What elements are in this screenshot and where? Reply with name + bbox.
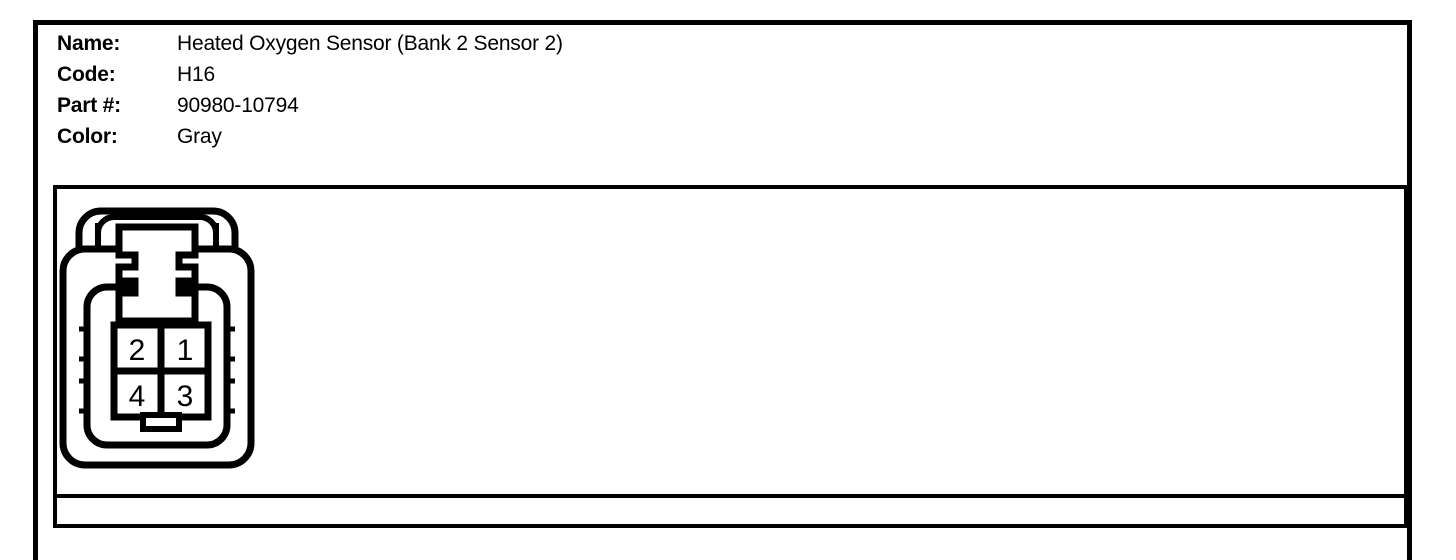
info-label-code: Code: bbox=[57, 63, 116, 86]
connector-info-block: Name: Heated Oxygen Sensor (Bank 2 Senso… bbox=[57, 28, 957, 152]
outer-frame-border bbox=[33, 20, 1412, 560]
info-value-part-number: 90980-10794 bbox=[177, 94, 299, 117]
connector-detent-left-upper bbox=[79, 326, 89, 362]
connector-bottom-key-tab bbox=[140, 412, 182, 432]
connector-outer-collar bbox=[75, 207, 239, 303]
connector-illustration: 2 1 4 3 bbox=[57, 189, 277, 489]
connector-info-page: Name: Heated Oxygen Sensor (Bank 2 Senso… bbox=[33, 20, 1412, 560]
info-value-color: Gray bbox=[177, 125, 222, 148]
info-row-color: Color: Gray bbox=[57, 121, 957, 152]
connector-locking-latch bbox=[115, 223, 199, 325]
info-row-name: Name: Heated Oxygen Sensor (Bank 2 Senso… bbox=[57, 28, 957, 59]
pin-number-3: 3 bbox=[177, 380, 194, 413]
connector-diagram-panel: 2 1 4 3 bbox=[53, 185, 1408, 528]
info-value-code: H16 bbox=[177, 63, 215, 86]
connector-detent-right-lower bbox=[225, 378, 235, 414]
connector-detent-left-lower bbox=[79, 378, 89, 414]
info-label-color: Color: bbox=[57, 125, 118, 148]
info-row-part-number: Part #: 90980-10794 bbox=[57, 90, 957, 121]
pin-number-4: 4 bbox=[129, 380, 146, 413]
info-row-code: Code: H16 bbox=[57, 59, 957, 90]
info-value-name: Heated Oxygen Sensor (Bank 2 Sensor 2) bbox=[177, 32, 563, 55]
info-label-name: Name: bbox=[57, 32, 121, 55]
connector-collar-inner-rim bbox=[95, 214, 219, 234]
connector-detent-right-upper bbox=[225, 326, 235, 362]
panel-divider-line bbox=[57, 494, 1404, 498]
pin-number-2: 2 bbox=[129, 334, 146, 367]
pin-number-1: 1 bbox=[177, 334, 194, 367]
info-label-part-number: Part #: bbox=[57, 94, 121, 117]
